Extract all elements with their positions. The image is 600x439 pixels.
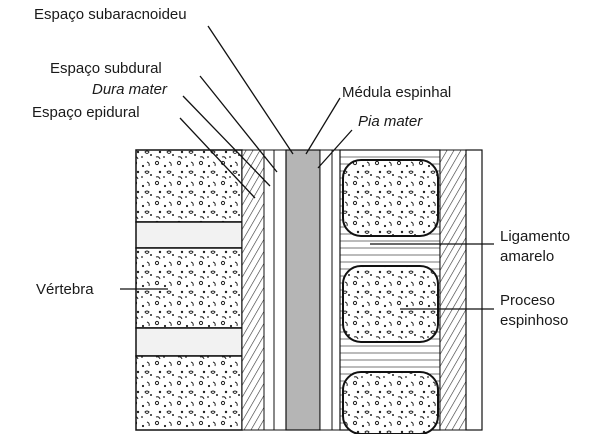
label-dura-mater: Dura mater [92, 81, 167, 99]
posterior-hatch [440, 150, 466, 430]
spinous-process-3 [343, 372, 438, 434]
label-process-line1: Proceso [500, 292, 555, 310]
leader-cord [306, 98, 340, 154]
epidural-space-left [242, 150, 264, 430]
spinal-canal [242, 150, 340, 430]
intervertebral-disc-1 [136, 222, 242, 248]
label-pia-mater: Pia mater [358, 113, 422, 131]
posterior-elements [340, 150, 482, 434]
spinal-cord [286, 150, 320, 430]
vertebral-body-2 [136, 248, 242, 328]
vertebral-body-1 [136, 150, 242, 222]
spinous-process-2 [343, 266, 438, 342]
subarachnoid-right [320, 150, 332, 430]
label-subdural-space: Espaço subdural [50, 60, 162, 78]
intervertebral-disc-2 [136, 328, 242, 356]
dura-left [264, 150, 274, 430]
label-vertebra: Vértebra [36, 281, 94, 299]
label-subarachnoid-space: Espaço subaracnoideu [34, 6, 187, 24]
label-process-line2: espinhoso [500, 312, 568, 330]
label-ligament-line2: amarelo [500, 248, 554, 266]
label-spinal-cord: Médula espinhal [342, 84, 451, 102]
posterior-border [466, 150, 482, 430]
label-epidural-space: Espaço epidural [32, 104, 140, 122]
dura-right [332, 150, 340, 430]
subarachnoid-left [274, 150, 286, 430]
spinous-process-1 [343, 160, 438, 236]
label-ligament-line1: Ligamento [500, 228, 570, 246]
vertebral-bodies [136, 150, 242, 430]
vertebral-body-3 [136, 356, 242, 430]
